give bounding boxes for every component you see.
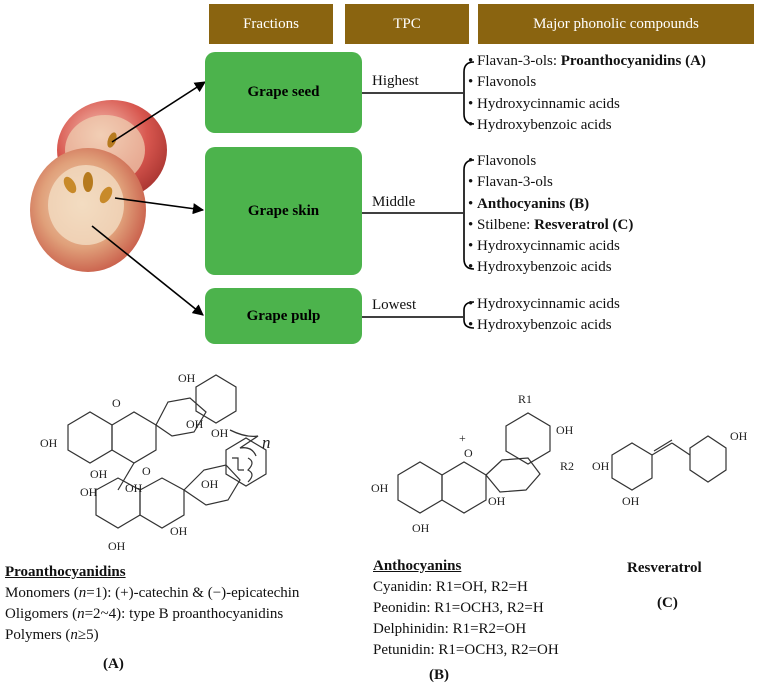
- list-item: • Hydroxycinnamic acids: [468, 95, 620, 112]
- petunidin-line: Petunidin: R1=OCH3, R2=OH: [373, 642, 559, 658]
- list-item: • Hydroxybenzoic acids: [468, 116, 612, 133]
- cyanidin-line: Cyanidin: R1=OH, R2=H: [373, 579, 528, 595]
- svg-text:OH: OH: [170, 524, 188, 538]
- svg-text:OH: OH: [80, 485, 98, 499]
- svg-text:OH: OH: [592, 459, 610, 473]
- skin-compounds: • Flavonols • Flavan-3-ols • Anthocyanin…: [468, 151, 633, 279]
- anthocyanin-labels: OH O + OH OH R1 OH R2: [371, 392, 574, 535]
- proanthocyanidin-labels: OH O OH OH OH OH OH O OH OH OH OH: [40, 371, 229, 553]
- anthocyanins-legend: Anthocyanins Cyanidin: R1=OH, R2=H Peoni…: [373, 556, 559, 661]
- seed-compounds: • Flavan-3-ols: Proanthocyanidins (A) • …: [468, 51, 706, 136]
- svg-text:OH: OH: [622, 494, 640, 508]
- svg-text:OH: OH: [371, 481, 389, 495]
- box-grape-seed: Grape seed: [205, 52, 362, 133]
- anthocyanins-title: Anthocyanins: [373, 558, 462, 574]
- proanthocyanidins-legend: Proanthocyanidins Monomers (n=1): (+)-ca…: [5, 562, 299, 646]
- list-item: • Hydroxybenzoic acids: [468, 317, 612, 334]
- svg-text:OH: OH: [125, 481, 143, 495]
- box-grape-skin: Grape skin: [205, 147, 362, 275]
- proanthocyanidins-title: Proanthocyanidins: [5, 564, 126, 580]
- peonidin-line: Peonidin: R1=OCH3, R2=H: [373, 600, 544, 616]
- resveratrol-title: Resveratrol: [627, 560, 702, 576]
- resveratrol-labels: OH OH OH: [592, 429, 748, 508]
- list-item: • Hydroxybenzoic acids: [468, 259, 612, 276]
- list-item: • Anthocyanins (B): [468, 195, 590, 212]
- tpc-seed: Highest: [372, 73, 419, 89]
- repeat-n: n: [262, 433, 271, 452]
- label-c: (C): [657, 595, 678, 611]
- monomers-line: Monomers (n=1): (+)-catechin & (−)-epica…: [5, 585, 300, 601]
- svg-text:R1: R1: [518, 392, 532, 406]
- svg-text:OH: OH: [556, 423, 574, 437]
- grape-illustration: [30, 100, 167, 272]
- list-item: • Flavonols: [468, 153, 537, 169]
- box-grape-pulp: Grape pulp: [205, 288, 362, 344]
- resveratrol-structure: [611, 435, 727, 491]
- svg-text:O: O: [112, 396, 121, 410]
- svg-text:R2: R2: [560, 459, 574, 473]
- label-a: (A): [103, 656, 124, 672]
- list-item: • Stilbene: Resveratrol (C): [468, 216, 634, 233]
- anthocyanin-structure: [397, 412, 551, 514]
- list-item: • Flavan-3-ols: [468, 174, 553, 191]
- label-b: (B): [429, 667, 449, 683]
- header-fractions: Fractions: [209, 4, 333, 44]
- oligomers-line: Oligomers (n=2~4): type B proanthocyanid…: [5, 606, 284, 622]
- proanthocyanidin-structure: [67, 374, 267, 529]
- svg-text:OH: OH: [211, 426, 229, 440]
- svg-text:O: O: [142, 464, 151, 478]
- svg-text:OH: OH: [201, 477, 219, 491]
- svg-text:OH: OH: [412, 521, 430, 535]
- header-tpc: TPC: [345, 4, 469, 44]
- svg-text:O: O: [464, 446, 473, 460]
- tpc-skin: Middle: [372, 194, 416, 210]
- delphinidin-line: Delphinidin: R1=R2=OH: [373, 621, 527, 637]
- list-item: • Flavan-3-ols: Proanthocyanidins (A): [468, 53, 706, 69]
- pulp-compounds: • Hydroxycinnamic acids • Hydroxybenzoic…: [468, 294, 620, 337]
- list-item: • Hydroxycinnamic acids: [468, 296, 620, 312]
- svg-text:OH: OH: [178, 371, 196, 385]
- tpc-pulp: Lowest: [372, 297, 417, 313]
- svg-text:OH: OH: [488, 494, 506, 508]
- svg-text:+: +: [459, 431, 466, 445]
- svg-text:OH: OH: [108, 539, 126, 553]
- svg-text:OH: OH: [90, 467, 108, 481]
- list-item: • Hydroxycinnamic acids: [468, 238, 620, 255]
- svg-text:OH: OH: [40, 436, 58, 450]
- header-major-compounds: Major phonolic compounds: [478, 4, 754, 44]
- list-item: • Flavonols: [468, 74, 537, 91]
- svg-text:OH: OH: [186, 417, 204, 431]
- polymers-line: Polymers (n≥5): [5, 627, 99, 643]
- svg-text:OH: OH: [730, 429, 748, 443]
